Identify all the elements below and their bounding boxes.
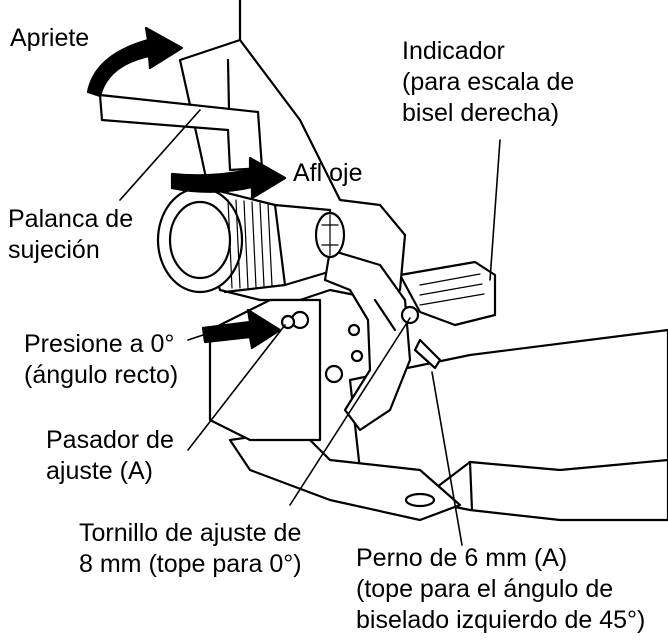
- label-afloje: Afl oje: [293, 158, 362, 189]
- label-tornillo-line1: Tornillo de ajuste de: [79, 519, 302, 547]
- label-tornillo: Tornillo de ajuste de 8 mm (tope para 0°…: [79, 518, 302, 580]
- label-presione: Presione a 0° (ángulo recto): [24, 329, 178, 391]
- label-perno-line3: biselado izquierdo de 45°): [356, 606, 646, 634]
- press-arrow: [201, 308, 282, 350]
- label-pasador-line1: Pasador de: [46, 426, 174, 454]
- label-perno-line1: Perno de 6 mm (A): [356, 544, 568, 572]
- pointer-palanca: [119, 109, 201, 201]
- pointer-tornillo: [289, 317, 411, 506]
- label-apriete: Apriete: [10, 23, 89, 54]
- label-palanca: Palanca de sujeción: [8, 204, 133, 266]
- label-tornillo-line2: 8 mm (tope para 0°): [79, 550, 302, 578]
- pointer-perno: [431, 371, 463, 546]
- label-pasador-line2: ajuste (A): [46, 457, 153, 485]
- label-afloje-text: Afl oje: [293, 159, 363, 187]
- label-perno-line2: (tope para el ángulo de: [356, 575, 614, 603]
- bevel-scale-plate: [398, 260, 497, 327]
- clamp-lever: [98, 93, 264, 172]
- label-pasador: Pasador de ajuste (A): [46, 425, 174, 487]
- label-indicador-line1: Indicador: [402, 37, 505, 65]
- label-indicador-line2: (para escala de: [402, 68, 575, 96]
- arm-hole-lower: [350, 349, 364, 363]
- stop-bolt-6mm: [400, 305, 420, 325]
- label-perno: Perno de 6 mm (A) (tope para el ángulo d…: [356, 543, 645, 636]
- bevel-arm: [323, 248, 412, 432]
- loosen-arrow: [170, 156, 287, 200]
- label-indicador: Indicador (para escala de bisel derecha): [402, 36, 574, 129]
- pointer-presione: [187, 334, 204, 341]
- tighten-arrow: [86, 26, 184, 98]
- label-presione-line2: (ángulo recto): [24, 361, 179, 389]
- arm-hole-upper: [347, 323, 361, 337]
- label-palanca-line2: sujeción: [8, 236, 100, 264]
- pointer-indicador: [489, 139, 501, 281]
- label-apriete-text: Apriete: [10, 24, 90, 52]
- label-palanca-line1: Palanca de: [8, 205, 134, 233]
- label-indicador-line3: bisel derecha): [402, 99, 560, 127]
- pointer-pasador: [187, 324, 286, 451]
- label-presione-line1: Presione a 0°: [24, 330, 175, 358]
